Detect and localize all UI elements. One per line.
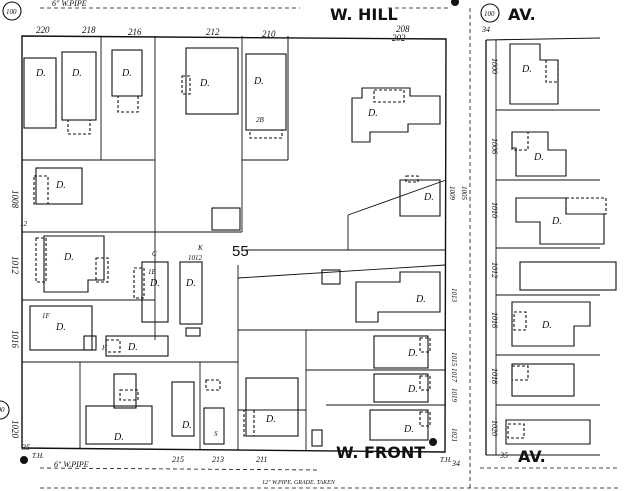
right-block-address-label: 1010	[490, 202, 499, 218]
inner-address-label: 1021	[450, 428, 458, 442]
block-number: 55	[232, 243, 249, 260]
dwelling-label: D.	[63, 252, 74, 263]
left-address-label: 1008	[10, 190, 20, 209]
dwelling-label: D.	[127, 342, 138, 353]
misc-label: 2B	[256, 116, 265, 124]
dwelling-label: D.	[253, 76, 264, 87]
pipe-lines	[39, 7, 620, 490]
dwelling-label: D.	[551, 216, 562, 227]
top-address-label: 216	[128, 27, 142, 37]
circle-marker-label: 100	[484, 10, 495, 18]
circle-markers	[0, 1, 500, 420]
left-address-label: 1016	[10, 330, 20, 349]
hydrant-label: 34	[481, 25, 490, 34]
pipe-label-bottom: 6" W.PIPE	[54, 460, 89, 469]
misc-label: S	[214, 430, 218, 438]
pipe-label-top: 6" W.PIPE	[52, 0, 87, 8]
street-names: W. HILL AV. W. FRONT AV. 6" W.PIPE 6" W.…	[52, 0, 546, 486]
inner-address-label: 1009	[448, 186, 456, 201]
inner-address-label: 1013	[450, 288, 458, 303]
dwelling-label: D.	[403, 424, 414, 435]
misc-label: 1012	[188, 254, 203, 262]
right-block-address-label: 1020	[490, 420, 499, 436]
top-address-label: 212	[206, 27, 220, 37]
inner-address-label: 1017	[450, 368, 458, 383]
left-address-label: 1020	[10, 420, 20, 439]
dwelling-label: D.	[121, 68, 132, 79]
dwelling-label: D.	[55, 180, 66, 191]
dwelling-label: D.	[407, 348, 418, 359]
main-block-outline	[21, 35, 601, 456]
dwelling-label: D.	[423, 192, 434, 203]
hydrant-label: 35	[21, 443, 30, 452]
circle-marker-label: 100	[6, 8, 17, 16]
dwelling-label: D.	[149, 278, 160, 289]
misc-label: C	[152, 250, 157, 258]
hydrant-label: 35	[499, 451, 508, 460]
street-suffix-bottom: AV.	[518, 447, 546, 466]
dwelling-label: D.	[533, 152, 544, 163]
hydrant-markers	[20, 0, 459, 464]
dwelling-label: D.	[407, 384, 418, 395]
bottom-address-label: 213	[212, 455, 224, 464]
top-address-label: 202	[392, 33, 406, 43]
misc-label: 12	[20, 220, 28, 228]
bottom-note: 12" W.PIPE. GRADE. TAKEN	[262, 480, 336, 486]
misc-label: H	[101, 344, 108, 352]
inner-address-label: 1015	[450, 352, 458, 367]
misc-label: 1F	[42, 312, 51, 320]
misc-label: K	[197, 244, 203, 252]
bottom-address-label: 215	[172, 455, 184, 464]
dwelling-label: D.	[71, 68, 82, 79]
dwelling-label: D.	[35, 68, 46, 79]
dwelling-label: D.	[265, 414, 276, 425]
bottom-address-label: 211	[256, 455, 267, 464]
street-name-bottom: W. FRONT	[336, 443, 425, 462]
dwelling-label: D.	[199, 78, 210, 89]
top-address-label: 218	[82, 25, 96, 35]
right-block-address-label: 1018	[490, 368, 499, 384]
building-footprints	[23, 43, 617, 447]
dwelling-label: D.	[113, 432, 124, 443]
right-block-lots	[495, 40, 600, 455]
right-block-address-label: 1012	[490, 262, 499, 278]
inner-address-label: 1019	[450, 388, 458, 403]
hydrant-label: 34	[451, 459, 460, 468]
street-name-top: W. HILL	[330, 5, 398, 24]
left-address-label: 1012	[10, 256, 20, 275]
dwelling-label: D.	[541, 320, 552, 331]
circle-marker-label: 100	[0, 406, 5, 414]
top-address-label: 210	[262, 29, 276, 39]
dwelling-label: D.	[521, 64, 532, 75]
top-address-label: 208	[396, 24, 410, 34]
right-block-address-label: 1016	[490, 312, 499, 328]
corner-label: T.H.	[440, 456, 452, 464]
right-block-address-label: 1000	[490, 58, 499, 74]
right-block-address-label: 1006	[490, 138, 499, 154]
dwelling-label: D.	[55, 322, 66, 333]
corner-label: T.H.	[32, 452, 44, 460]
dwelling-label: D.	[415, 294, 426, 305]
dwelling-label: D.	[367, 108, 378, 119]
street-suffix-top: AV.	[508, 5, 536, 24]
dwelling-label: D.	[181, 420, 192, 431]
top-address-label: 220	[36, 25, 50, 35]
misc-label: 1B	[148, 268, 157, 276]
inner-address-label: 1005	[460, 186, 468, 201]
dwelling-label: D.	[185, 278, 196, 289]
